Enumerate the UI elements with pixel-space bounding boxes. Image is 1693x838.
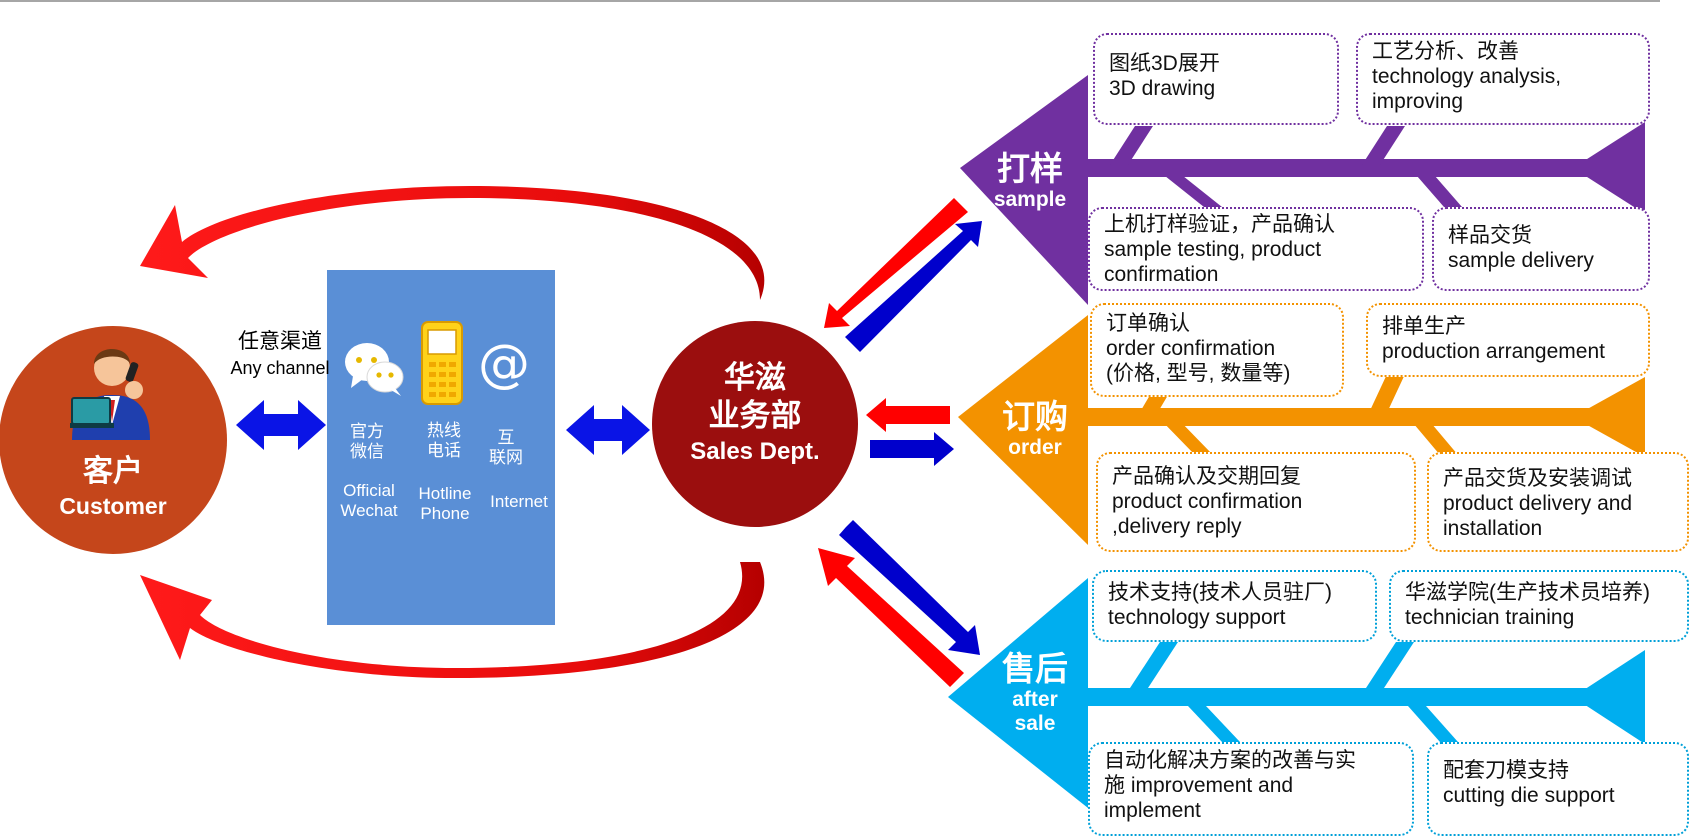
step-en: order confirmation (价格, 型号, 数量等) (1106, 337, 1291, 385)
sales-dept-en: Sales Dept. (690, 438, 820, 465)
step-en: technology support (1108, 606, 1286, 629)
sales-dept-line2: 业务部 (708, 398, 802, 433)
step-zh: 配套刀模支持 (1443, 759, 1569, 782)
channel-wechat-en: Official Wechat (340, 481, 398, 520)
sample-return-arrow (824, 198, 968, 328)
step-en: sample delivery (1448, 249, 1594, 272)
businessman-phone-laptop-icon (70, 349, 150, 440)
customer-label-zh: 客户 (83, 455, 143, 488)
step-zh: 工艺分析、改善 (1372, 40, 1519, 63)
sales-dept-line1: 华滋 (724, 360, 786, 395)
order-return-arrow (866, 398, 950, 432)
stage-sample-en: sample (993, 188, 1067, 211)
order-step-order-confirmation: 订单确认 order confirmation (价格, 型号, 数量等) (1090, 303, 1344, 397)
sample-step-technology-analysis: 工艺分析、改善 technology analysis, improving (1356, 33, 1650, 125)
step-zh: 技术支持(技术人员驻厂) (1108, 581, 1332, 604)
sample-fishbone (960, 75, 1645, 305)
order-step-product-delivery: 产品交货及安装调试 product delivery and installat… (1427, 452, 1689, 552)
phone-icon[interactable] (420, 320, 464, 406)
after-sale-fishbone (948, 578, 1645, 808)
step-zh: 样品交货 (1448, 224, 1532, 247)
step-zh: 排单生产 (1382, 315, 1466, 338)
stage-after-sale-label: 售后 after sale (990, 650, 1080, 736)
step-en: technology analysis, improving (1372, 65, 1562, 113)
stage-sample-zh: 打样 (997, 150, 1063, 187)
sales-dept-circle (652, 321, 858, 527)
after-sale-step-automation-solution: 自动化解决方案的改善与实 施 improvement and implement (1088, 742, 1414, 836)
step-zh: 订单确认 (1106, 312, 1190, 335)
wechat-icon[interactable] (343, 340, 405, 398)
sample-step-3d-drawing: 图纸3D展开 3D drawing (1093, 33, 1339, 125)
after-sale-forward-arrow (839, 520, 980, 655)
channel-phone-zh: 热线 电话 (427, 421, 461, 460)
channel-wechat-zh: 官方 微信 (350, 422, 384, 461)
step-zh: 自动化解决方案的改善与实 施 improvement and (1104, 749, 1356, 797)
step-en: product delivery and installation (1443, 492, 1633, 540)
customer-channel-double-arrow (236, 400, 326, 450)
stage-after-sale-en: after sale (1012, 688, 1058, 735)
step-en: implement (1104, 799, 1201, 822)
step-en: technician training (1405, 606, 1575, 629)
any-channel-zh: 任意渠道 (238, 330, 322, 353)
sample-step-sample-testing: 上机打样验证，产品确认 sample testing, product conf… (1088, 207, 1424, 291)
step-zh: 华滋学院(生产技术员培养) (1405, 581, 1650, 604)
after-sale-step-technician-training: 华滋学院(生产技术员培养) technician training (1389, 570, 1689, 642)
sample-step-sample-delivery: 样品交货 sample delivery (1432, 207, 1650, 291)
at-sign-icon[interactable]: @ (478, 334, 530, 394)
stage-order-en: order (1008, 436, 1062, 459)
step-en: 3D drawing (1109, 77, 1216, 100)
step-zh: 图纸3D展开 (1109, 52, 1220, 75)
step-zh: 上机打样验证，产品确认 (1104, 213, 1335, 236)
order-step-product-confirmation: 产品确认及交期回复 product confirmation ,delivery… (1096, 452, 1416, 552)
step-en: cutting die support (1443, 784, 1615, 807)
channel-internet-zh: 互 联网 (489, 428, 523, 467)
after-sale-return-arrow (818, 548, 964, 687)
channel-internet-en: Internet (490, 492, 548, 511)
step-zh: 产品交货及安装调试 (1443, 467, 1632, 490)
channel-phone-en: Hotline Phone (418, 484, 472, 523)
order-step-production-arrangement: 排单生产 production arrangement (1366, 303, 1650, 377)
stage-order-zh: 订购 (1002, 398, 1068, 435)
step-en: sample testing, product confirmation (1104, 238, 1322, 286)
order-forward-arrow (870, 432, 954, 466)
stage-after-sale-zh: 售后 (1002, 650, 1068, 687)
order-fishbone (958, 315, 1645, 545)
sample-forward-arrow (845, 221, 982, 352)
after-sale-step-technology-support: 技术支持(技术人员驻厂) technology support (1092, 570, 1377, 642)
customer-label-en: Customer (59, 493, 167, 519)
channel-sales-double-arrow (566, 405, 650, 455)
top-loop-arrow (140, 186, 765, 300)
step-en: product confirmation ,delivery reply (1112, 490, 1303, 538)
any-channel-en: Any channel (230, 358, 330, 378)
stage-sample-label: 打样 sample (985, 150, 1075, 212)
stage-order-label: 订购 order (990, 398, 1080, 460)
after-sale-step-cutting-die-support: 配套刀模支持 cutting die support (1427, 742, 1689, 836)
step-zh: 产品确认及交期回复 (1112, 465, 1301, 488)
step-en: production arrangement (1382, 340, 1605, 363)
